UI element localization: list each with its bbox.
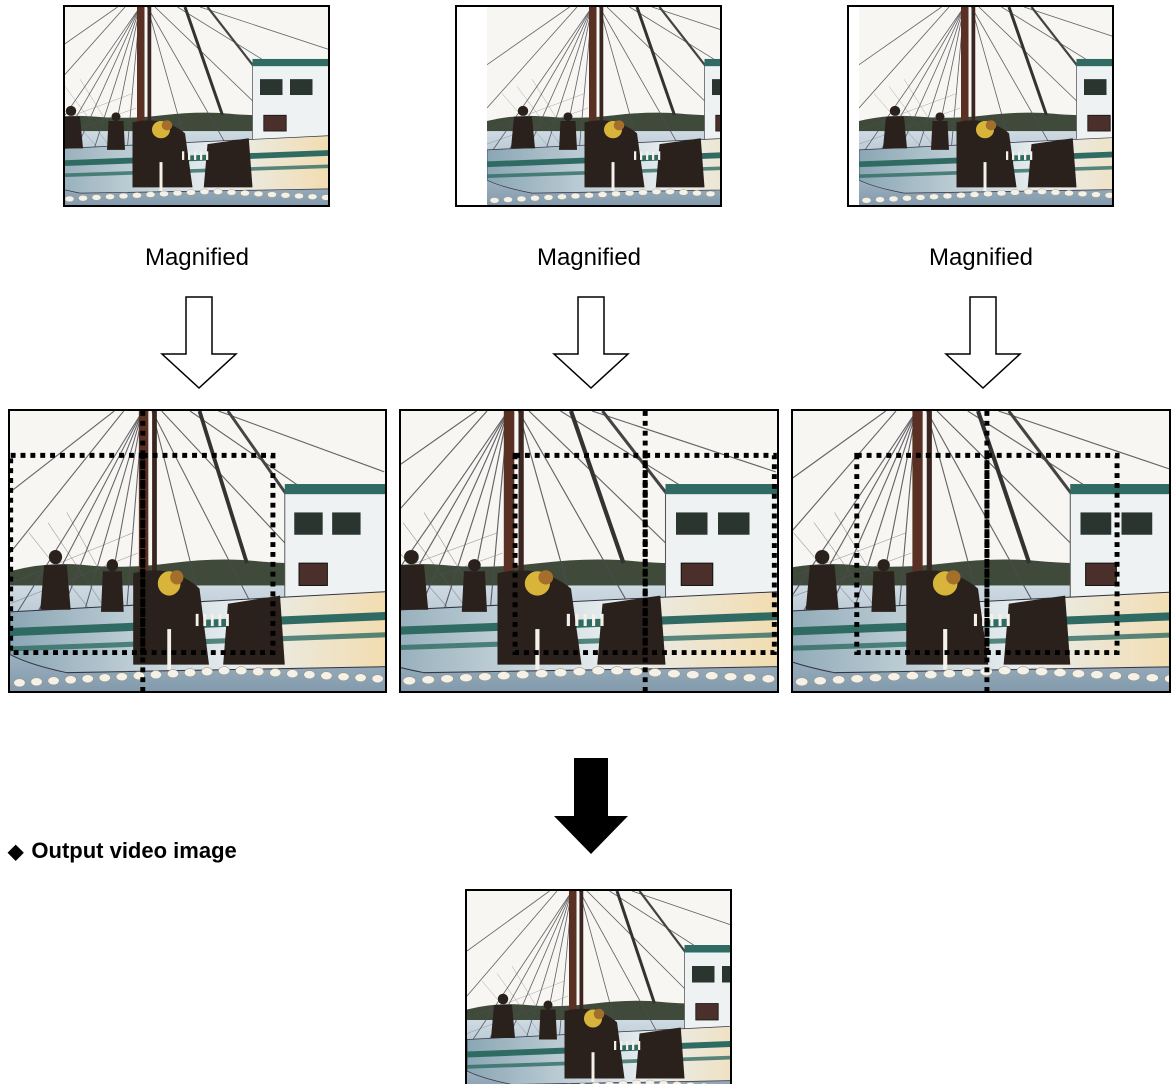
output-heading: ◆ Output video image <box>8 838 237 864</box>
solid-arrow-down-icon <box>554 758 628 854</box>
hollow-arrow-down-icon <box>552 296 630 390</box>
magnified-label-1: Magnified <box>144 244 250 271</box>
magnified-frame-1 <box>8 409 387 693</box>
magnified-label-3: Magnified <box>928 244 1034 271</box>
output-frame <box>465 889 732 1084</box>
hollow-arrow-down-icon <box>944 296 1022 390</box>
source-frame-2 <box>455 5 722 207</box>
output-title: Output video image <box>31 838 237 863</box>
hollow-arrow-down-icon <box>160 296 238 390</box>
magnified-frame-3 <box>791 409 1171 693</box>
source-frame-1 <box>63 5 330 207</box>
magnified-frame-2 <box>399 409 779 693</box>
source-frame-3 <box>847 5 1114 207</box>
magnified-label-2: Magnified <box>536 244 642 271</box>
diamond-bullet-icon: ◆ <box>8 840 24 863</box>
